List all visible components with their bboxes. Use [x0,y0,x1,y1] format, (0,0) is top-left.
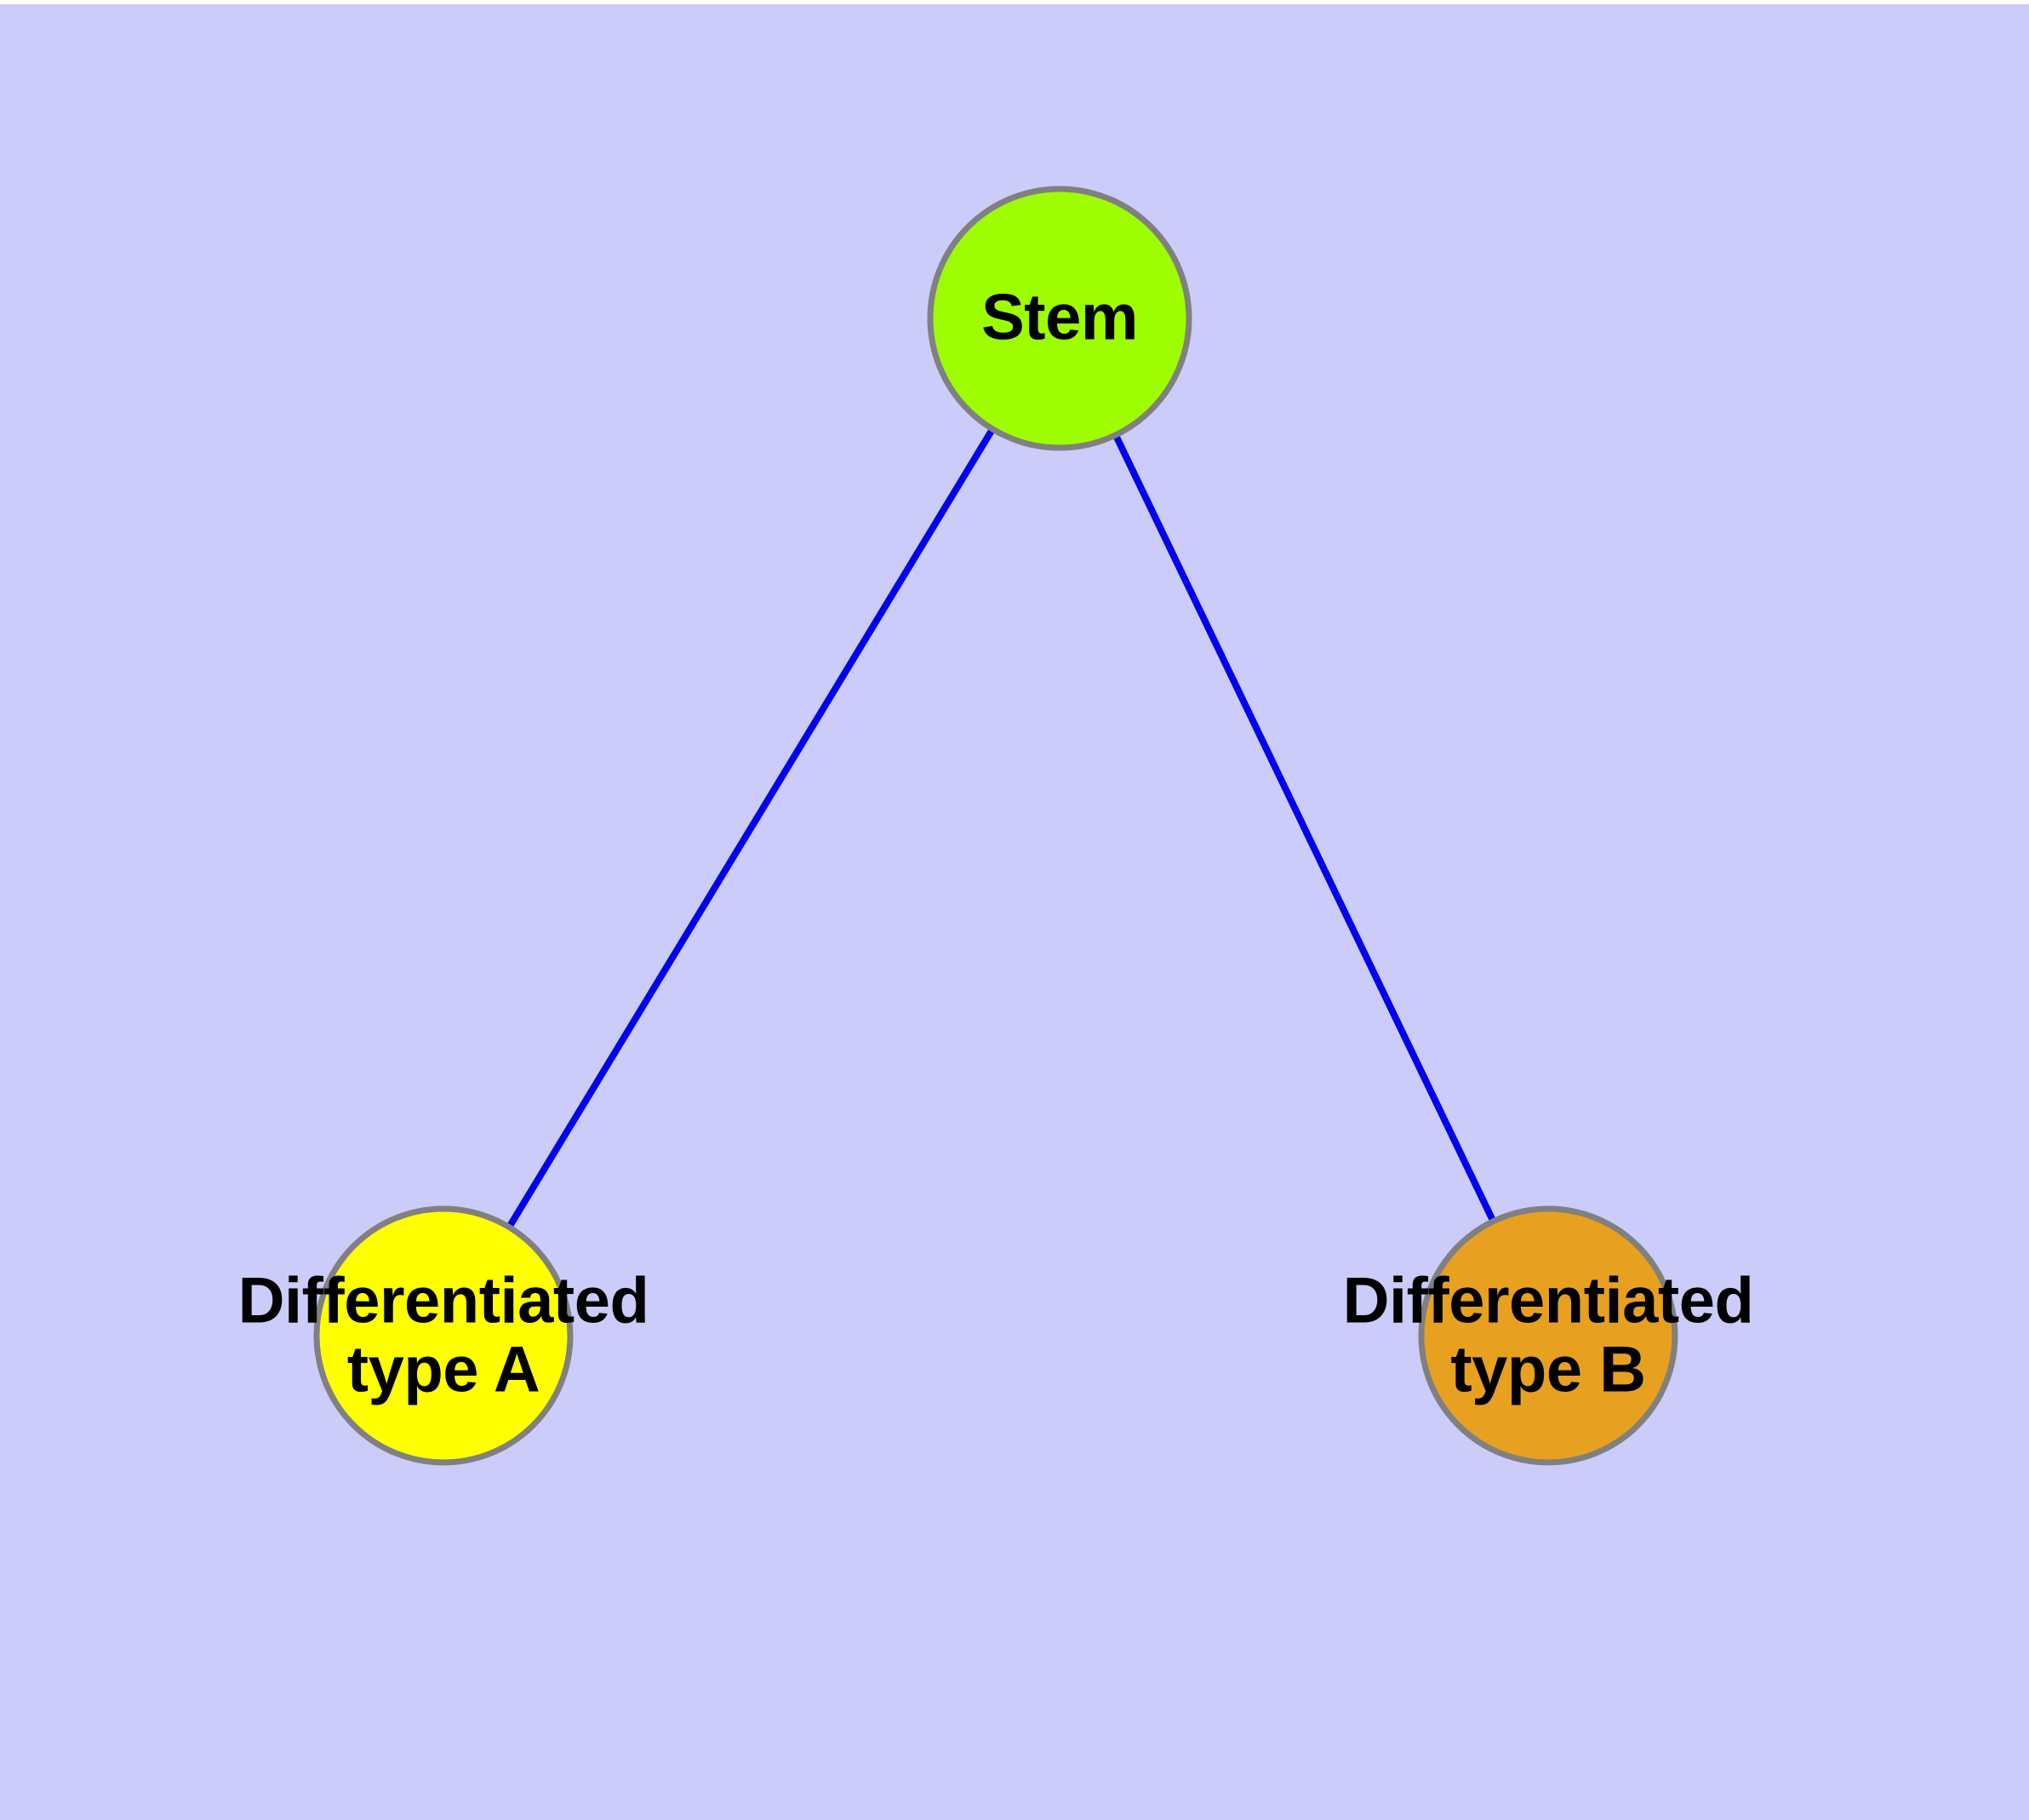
edge-layer [505,426,1497,1231]
node-layer [313,186,1678,1466]
graph-node-stem[interactable] [927,186,1192,451]
graph-svg [313,186,1678,1466]
graph-node-diff_a[interactable] [313,1205,574,1466]
graph-edge [505,426,997,1231]
graph-edge [1112,432,1497,1225]
graph-node-diff_b[interactable] [1418,1205,1678,1466]
